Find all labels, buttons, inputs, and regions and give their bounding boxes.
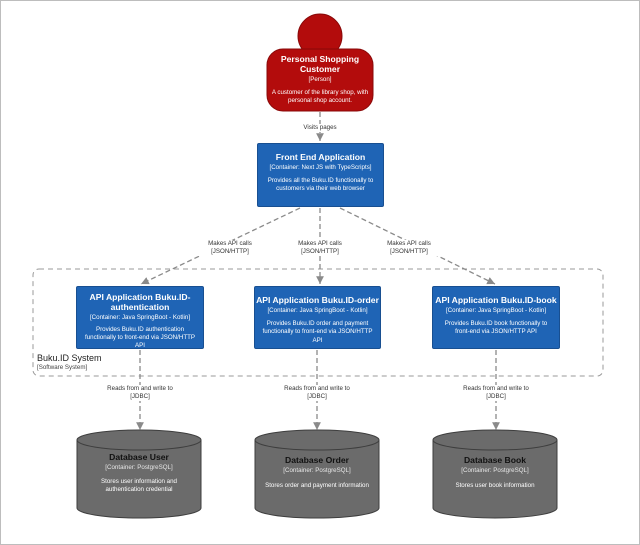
api-book-description: Provides Buku.ID book functionally to fr…: [444, 319, 548, 336]
api-book-type: [Container: Java SpringBoot - Kotlin]: [445, 306, 547, 314]
api-order-type: [Container: Java SpringBoot - Kotlin]: [267, 306, 368, 314]
database-user-shape: [76, 429, 202, 519]
api-order-name: API Application Buku.ID-order: [256, 295, 379, 305]
database-book-node[interactable]: Database Book [Container: PostgreSQL] St…: [433, 455, 557, 490]
link-visits-label: Visits pages: [290, 124, 350, 132]
person-type: [Person]: [308, 75, 332, 83]
database-user-node[interactable]: Database User [Container: PostgreSQL] St…: [77, 452, 201, 495]
database-user-name: Database User: [109, 452, 169, 462]
link-api-order-label: Makes API calls [JSON/HTTP]: [288, 240, 352, 256]
link-api-book-protocol: [JSON/HTTP]: [390, 247, 428, 255]
frontend-node[interactable]: Front End Application [Container: Next J…: [257, 143, 384, 207]
database-user-type: [Container: PostgreSQL]: [105, 463, 173, 471]
link-api-book: [339, 207, 496, 285]
person-name: Personal Shopping Customer: [280, 54, 360, 74]
database-order-shape: [254, 429, 380, 519]
api-order-description: Provides Buku.ID order and payment funct…: [262, 319, 373, 344]
link-api-book-text: Makes API calls: [387, 240, 431, 247]
database-order-node[interactable]: Database Order [Container: PostgreSQL] S…: [255, 455, 379, 490]
person-description: A customer of the library shop, with per…: [271, 88, 369, 105]
boundary-name: Buku.ID System: [37, 353, 102, 363]
person-shape: [266, 13, 374, 112]
link-db-book-label: Reads from and write to [JDBC]: [456, 385, 536, 401]
database-book-description: Stores user book information: [455, 481, 535, 489]
link-api-order-protocol: [JSON/HTTP]: [301, 247, 339, 255]
api-auth-name: API Application Buku.ID-authentication: [89, 292, 191, 312]
link-db-order-text: Reads from and write to: [284, 385, 350, 392]
api-auth-type: [Container: Java SpringBoot - Kotlin]: [89, 313, 191, 321]
person-node[interactable]: Personal Shopping Customer [Person] A cu…: [267, 54, 373, 105]
api-book-name: API Application Buku.ID-book: [435, 295, 557, 305]
database-user-description: Stores user information and authenticati…: [100, 477, 177, 494]
database-order-description: Stores order and payment information: [265, 481, 369, 489]
frontend-name: Front End Application: [275, 152, 366, 162]
database-book-shape: [432, 429, 558, 519]
link-db-order-label: Reads from and write to [JDBC]: [277, 385, 357, 401]
api-auth-description: Provides Buku.ID authentication function…: [84, 325, 196, 350]
link-db-user-protocol: [JDBC]: [130, 392, 150, 400]
database-order-type: [Container: PostgreSQL]: [283, 466, 351, 474]
system-boundary: [32, 268, 604, 377]
frontend-description: Provides all the Buku.ID functionally to…: [267, 176, 374, 193]
database-book-type: [Container: PostgreSQL]: [461, 466, 529, 474]
frontend-type: [Container: Next JS with TypeScripts]: [269, 163, 372, 171]
link-db-book-protocol: [JDBC]: [486, 392, 506, 400]
link-db-user-text: Reads from and write to: [107, 385, 173, 392]
link-db-order-protocol: [JDBC]: [307, 392, 327, 400]
database-book-name: Database Book: [463, 455, 527, 465]
api-book-node[interactable]: API Application Buku.ID-book [Container:…: [432, 286, 560, 349]
api-order-node[interactable]: API Application Buku.ID-order [Container…: [254, 286, 381, 349]
link-api-auth-protocol: [JSON/HTTP]: [211, 247, 249, 255]
boundary-type: [Software System]: [37, 364, 88, 371]
link-api-auth-label: Makes API calls [JSON/HTTP]: [198, 240, 262, 256]
link-api-book-label: Makes API calls [JSON/HTTP]: [377, 240, 441, 256]
link-api-order-text: Makes API calls: [298, 240, 342, 247]
api-auth-node[interactable]: API Application Buku.ID-authentication […: [76, 286, 204, 349]
link-db-book-text: Reads from and write to: [463, 385, 529, 392]
link-api-auth-text: Makes API calls: [208, 240, 252, 247]
database-order-name: Database Order: [284, 455, 349, 465]
link-db-user-label: Reads from and write to [JDBC]: [100, 385, 180, 401]
